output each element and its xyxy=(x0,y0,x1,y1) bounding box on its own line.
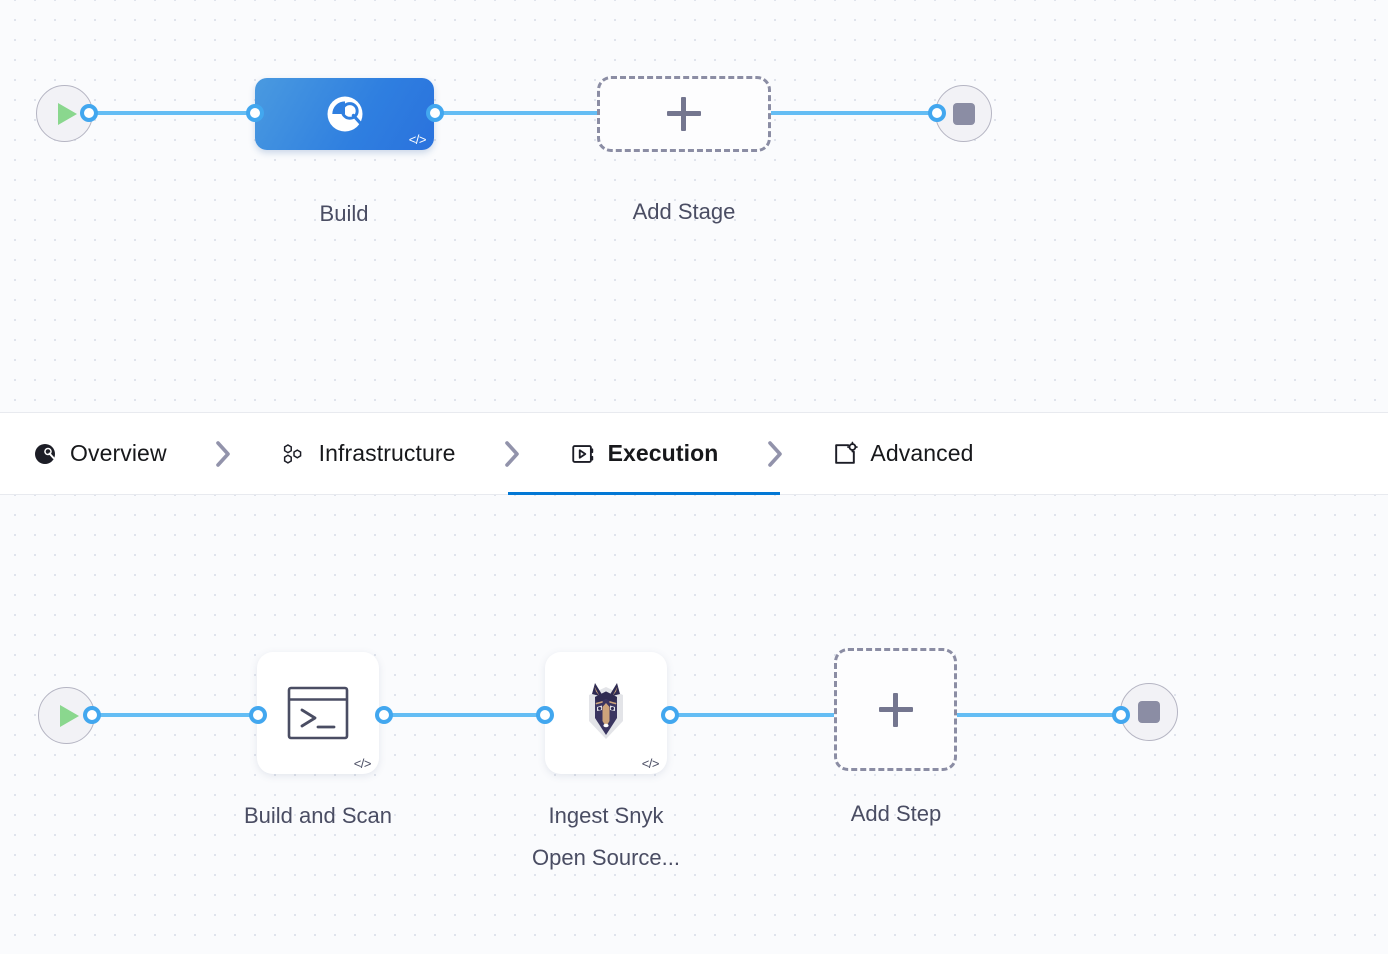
step-node-ingest-snyk-open-source[interactable]: </> xyxy=(545,652,667,774)
add-stage-button[interactable] xyxy=(597,76,771,152)
stage-canvas[interactable]: </> Build Add Stage xyxy=(0,0,1388,412)
stage-label-build: Build xyxy=(319,201,369,226)
tab-label-advanced: Advanced xyxy=(870,440,974,466)
chevron-right-icon xyxy=(213,439,235,469)
add-stage-label: Add Stage xyxy=(632,199,736,224)
snyk-input-port[interactable] xyxy=(536,706,554,724)
edge-buildscan-to-snyk xyxy=(380,713,555,717)
tab-label-overview: Overview xyxy=(70,440,167,466)
snyk-dog-icon xyxy=(589,683,623,739)
build-input-port[interactable] xyxy=(246,104,264,122)
code-badge-icon: </> xyxy=(641,756,660,771)
edge-addstage-to-end xyxy=(765,111,950,115)
buildscan-input-port[interactable] xyxy=(249,706,267,724)
edge-start-to-build xyxy=(88,111,263,115)
edge-addstep-to-end xyxy=(950,713,1135,717)
stage-node-build[interactable]: </> xyxy=(255,78,434,150)
tab-label-execution: Execution xyxy=(607,440,719,466)
step-label-build-and-scan: Build and Scan xyxy=(244,803,392,828)
edge-snyk-to-addstep xyxy=(665,713,845,717)
play-box-icon xyxy=(570,441,596,467)
tab-advanced[interactable]: Advanced xyxy=(832,413,973,495)
tab-infrastructure[interactable]: Infrastructure xyxy=(281,413,456,495)
stop-icon xyxy=(1138,701,1160,723)
add-step-button[interactable] xyxy=(834,648,957,771)
stop-icon xyxy=(952,102,975,125)
step-label-ingest-snyk-open-source: Ingest Snyk Open Source... xyxy=(532,803,680,870)
play-icon xyxy=(58,102,77,125)
step-node-build-and-scan[interactable]: </> xyxy=(257,652,379,774)
plus-icon xyxy=(667,97,701,131)
step-start-output-port[interactable] xyxy=(83,706,101,724)
play-icon xyxy=(60,704,79,727)
scan-circle-icon xyxy=(327,96,363,132)
snyk-output-port[interactable] xyxy=(661,706,679,724)
buildscan-output-port[interactable] xyxy=(375,706,393,724)
window-gear-icon xyxy=(832,441,859,467)
tab-label-infrastructure: Infrastructure xyxy=(318,440,456,466)
build-output-port[interactable] xyxy=(426,104,444,122)
hexagons-icon xyxy=(281,441,307,467)
end-input-port[interactable] xyxy=(928,104,946,122)
chevron-right-icon xyxy=(764,439,786,469)
scan-circle-icon xyxy=(32,441,58,467)
plus-icon xyxy=(878,692,913,727)
chevron-right-icon xyxy=(502,439,524,469)
step-config-tabbar[interactable]: Overview Infrastructure xyxy=(0,412,1388,496)
code-badge-icon: </> xyxy=(408,132,427,147)
tab-overview[interactable]: Overview xyxy=(32,413,167,495)
start-output-port[interactable] xyxy=(80,104,98,122)
edge-build-to-addstage xyxy=(430,111,610,115)
add-step-label: Add Step xyxy=(850,801,942,826)
tab-execution[interactable]: Execution xyxy=(507,413,781,496)
edge-start-to-buildscan xyxy=(90,713,265,717)
code-badge-icon: </> xyxy=(353,756,372,771)
step-end-input-port[interactable] xyxy=(1112,706,1130,724)
terminal-icon xyxy=(287,686,349,740)
step-canvas[interactable]: </> Build and Scan </> Ingest Snyk Open … xyxy=(0,495,1388,954)
